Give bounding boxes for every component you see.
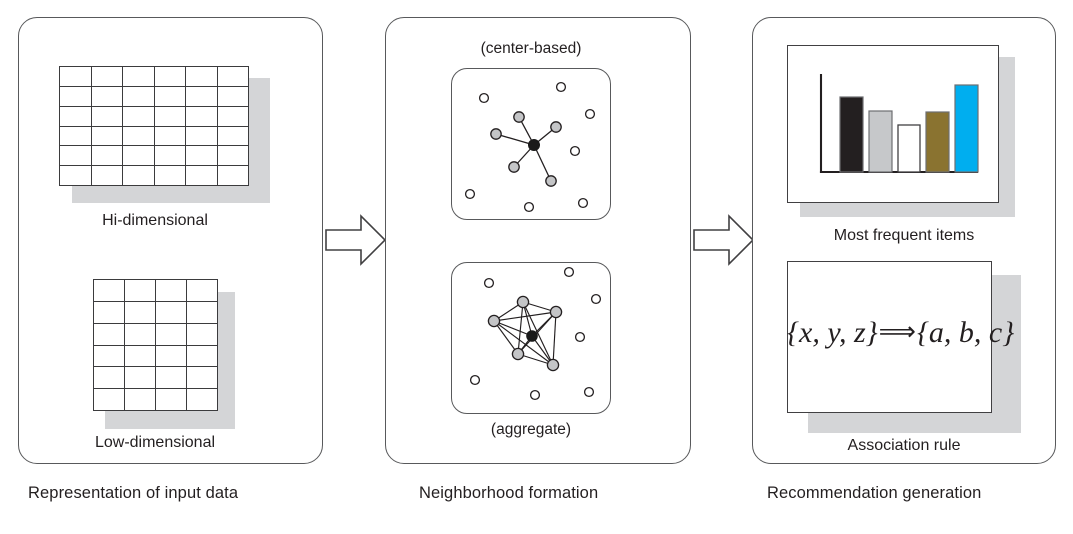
bar-5 xyxy=(954,84,979,173)
low-dimensional-label: Low-dimensional xyxy=(94,434,216,451)
bar-2 xyxy=(868,110,893,173)
chart-bars xyxy=(839,84,979,173)
rule-implies-icon: ⟹ xyxy=(878,317,916,346)
bar-1 xyxy=(839,96,864,173)
rule-antecedent: {x, y, z} xyxy=(787,316,878,349)
arrow-input-to-neighborhood-icon xyxy=(325,214,387,266)
stage-caption-recommendation: Recommendation generation xyxy=(767,484,982,502)
hi-dimensional-label: Hi-dimensional xyxy=(102,212,208,229)
hi-dimensional-grid xyxy=(59,66,249,186)
center-based-cluster-graph xyxy=(464,81,596,213)
low-dimensional-grid xyxy=(93,279,218,411)
stage-caption-representation: Representation of input data xyxy=(28,484,239,502)
most-frequent-items-caption: Most frequent items xyxy=(833,227,975,244)
association-rule-formula: {x, y, z}⟹{a, b, c} xyxy=(787,316,1014,350)
arrow-neighborhood-to-recommendation-icon xyxy=(693,214,755,266)
aggregate-caption: (aggregate) xyxy=(490,421,572,438)
association-rule-card xyxy=(787,261,992,413)
aggregate-cluster-graph xyxy=(469,266,602,401)
stage-caption-neighborhood: Neighborhood formation xyxy=(419,484,599,502)
bar-4 xyxy=(925,111,950,173)
rule-consequent: {a, b, c} xyxy=(916,316,1015,349)
association-rule-caption: Association rule xyxy=(847,437,961,454)
bar-3 xyxy=(897,124,921,173)
center-based-caption: (center-based) xyxy=(480,40,582,57)
